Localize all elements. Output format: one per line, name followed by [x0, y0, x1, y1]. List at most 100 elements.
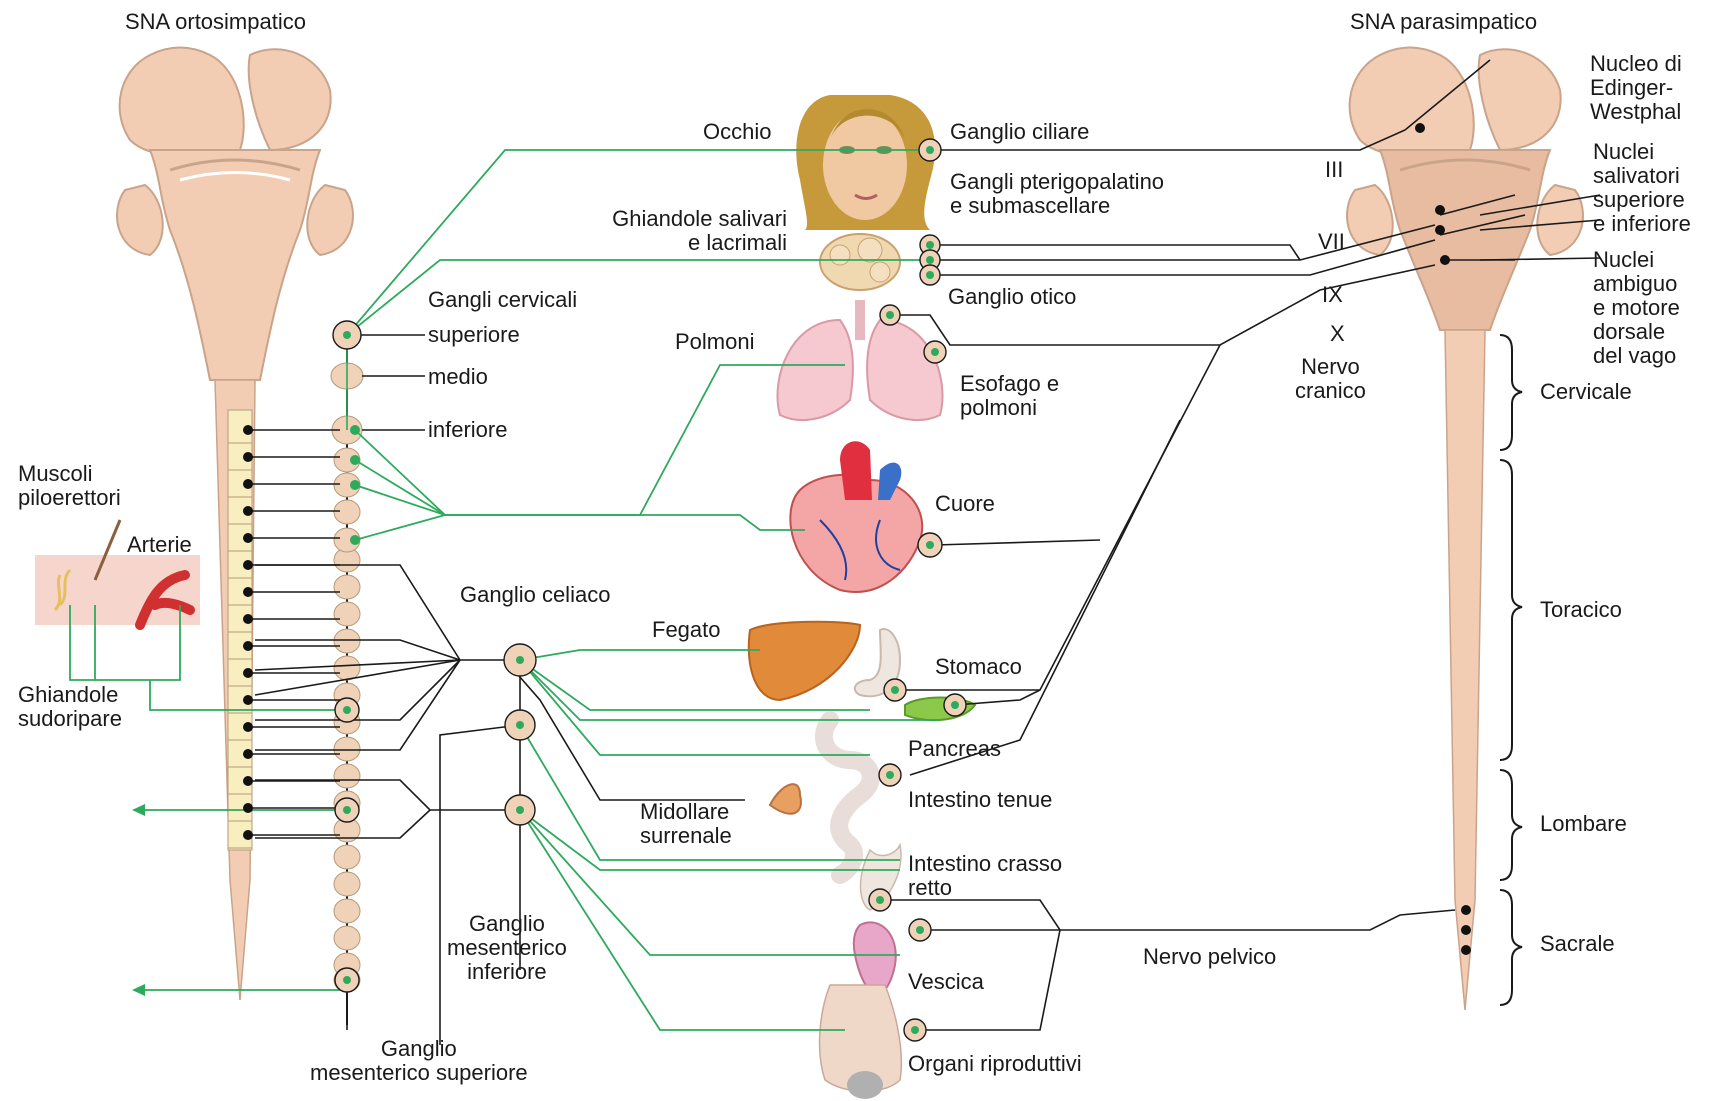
label-cuore: Cuore — [935, 492, 995, 516]
label-cervicale: Cervicale — [1540, 380, 1632, 404]
chain-ganglion — [334, 872, 360, 896]
chain-ganglion — [334, 764, 360, 788]
label-gangli-pterigopalatino: Gangli pterigopalatino e submascellare — [950, 170, 1164, 218]
label-lombare: Lombare — [1540, 812, 1627, 836]
ganglion-cell — [926, 256, 934, 264]
sympathetic-arrowheads — [132, 804, 145, 996]
salivary-glands-illustration — [820, 234, 900, 290]
ganglion-cell — [926, 146, 934, 154]
neuron-dot — [243, 560, 253, 570]
neuron-dot — [243, 776, 253, 786]
label-ganglio-mesenterico-inferiore: Ganglio mesenterico inferiore — [447, 912, 567, 984]
woman-head-illustration — [796, 95, 935, 230]
neuron-dot — [350, 425, 360, 435]
heart-illustration — [790, 441, 922, 592]
label-nervo-cranico: Nervo cranico — [1295, 355, 1366, 403]
ganglion-cell — [343, 331, 351, 339]
ganglion-cell — [926, 241, 934, 249]
ganglion-cell — [911, 1026, 919, 1034]
label-nerve-X: X — [1330, 322, 1345, 346]
label-polmoni: Polmoni — [675, 330, 754, 354]
neuron-dot — [1435, 225, 1445, 235]
parasympathetic-brain — [1347, 48, 1583, 331]
label-muscoli-piloerettori: Muscoli piloerettori — [18, 462, 121, 510]
ganglion-cell — [343, 706, 351, 714]
chain-ganglion — [334, 602, 360, 626]
label-nerve-III: III — [1325, 158, 1343, 182]
parasympathetic-title: SNA parasimpatico — [1350, 10, 1537, 34]
neuron-dot — [350, 480, 360, 490]
neuron-dot — [243, 587, 253, 597]
label-inferiore: inferiore — [428, 418, 507, 442]
neuron-dot — [243, 695, 253, 705]
label-esofago-polmoni: Esofago e polmoni — [960, 372, 1059, 420]
sympathetic-spinal-cord — [215, 380, 255, 1000]
spinal-region-brackets — [1500, 335, 1522, 1005]
neuron-dot — [1461, 945, 1471, 955]
preganglionic-connections — [228, 335, 425, 848]
label-vescica: Vescica — [908, 970, 984, 994]
ganglion-cell — [926, 271, 934, 279]
label-midollare-surrenale: Midollare surrenale — [640, 800, 732, 848]
label-arterie: Arterie — [127, 533, 192, 557]
ganglion-cell — [876, 896, 884, 904]
chain-ganglion — [334, 845, 360, 869]
label-stomaco: Stomaco — [935, 655, 1022, 679]
label-nerve-IX: IX — [1322, 283, 1343, 307]
ganglion-cell — [343, 806, 351, 814]
label-nuclei-salivatori: Nuclei salivatori superiore e inferiore — [1593, 140, 1691, 236]
chain-ganglion — [334, 737, 360, 761]
chain-ganglion — [334, 575, 360, 599]
ganglion-cell — [516, 656, 524, 664]
ganglion-cell — [886, 771, 894, 779]
chain-ganglion — [334, 899, 360, 923]
label-intestino-crasso: Intestino crasso retto — [908, 852, 1062, 900]
neuron-dot — [243, 425, 253, 435]
chain-ganglion — [334, 656, 360, 680]
label-ganglio-mesenterico-superiore: Ganglio mesenterico superiore — [310, 1037, 528, 1085]
ganglion-cell — [916, 926, 924, 934]
label-superiore: superiore — [428, 323, 520, 347]
intestine-illustration — [824, 720, 901, 910]
ganglion-cell — [926, 541, 934, 549]
neuron-dot — [243, 830, 253, 840]
chain-ganglion — [334, 500, 360, 524]
label-gangli-cervicali: Gangli cervicali — [428, 288, 577, 312]
sympathetic-brain — [117, 48, 353, 381]
ganglion-cell — [886, 311, 894, 319]
neuron-dot — [243, 668, 253, 678]
neuron-dot — [350, 455, 360, 465]
bladder-illustration — [854, 922, 896, 995]
label-pancreas: Pancreas — [908, 737, 1001, 761]
neuron-dot — [243, 641, 253, 651]
lungs-illustration — [778, 300, 943, 420]
adrenal-illustration — [770, 784, 801, 814]
neuron-dot — [243, 722, 253, 732]
liver-illustration — [749, 622, 860, 700]
ganglion-cell — [516, 721, 524, 729]
label-nerve-VII: VII — [1318, 230, 1345, 254]
label-medio: medio — [428, 365, 488, 389]
label-ghiandole-sudoripare: Ghiandole sudoripare — [18, 683, 122, 731]
label-ganglio-ciliare: Ganglio ciliare — [950, 120, 1089, 144]
neuron-dot — [1440, 255, 1450, 265]
ganglion-cell — [951, 701, 959, 709]
label-edinger-westphal: Nucleo di Edinger- Westphal — [1590, 52, 1682, 124]
neuron-dot — [243, 452, 253, 462]
neuron-dot — [243, 749, 253, 759]
neuron-dot — [1461, 905, 1471, 915]
label-ghiandole-salivari: Ghiandole salivari e lacrimali — [572, 207, 787, 255]
neuron-dot — [243, 614, 253, 624]
label-sacrale: Sacrale — [1540, 932, 1615, 956]
neuron-dot — [1435, 205, 1445, 215]
reproductive-illustration — [820, 985, 902, 1099]
label-nervo-pelvico: Nervo pelvico — [1143, 945, 1276, 969]
label-ganglio-celiaco: Ganglio celiaco — [460, 583, 610, 607]
ganglion-cell — [931, 348, 939, 356]
chain-ganglion — [334, 629, 360, 653]
neuron-dot — [243, 803, 253, 813]
neuron-dot — [1461, 925, 1471, 935]
label-intestino-tenue: Intestino tenue — [908, 788, 1052, 812]
label-ganglio-otico: Ganglio otico — [948, 285, 1076, 309]
